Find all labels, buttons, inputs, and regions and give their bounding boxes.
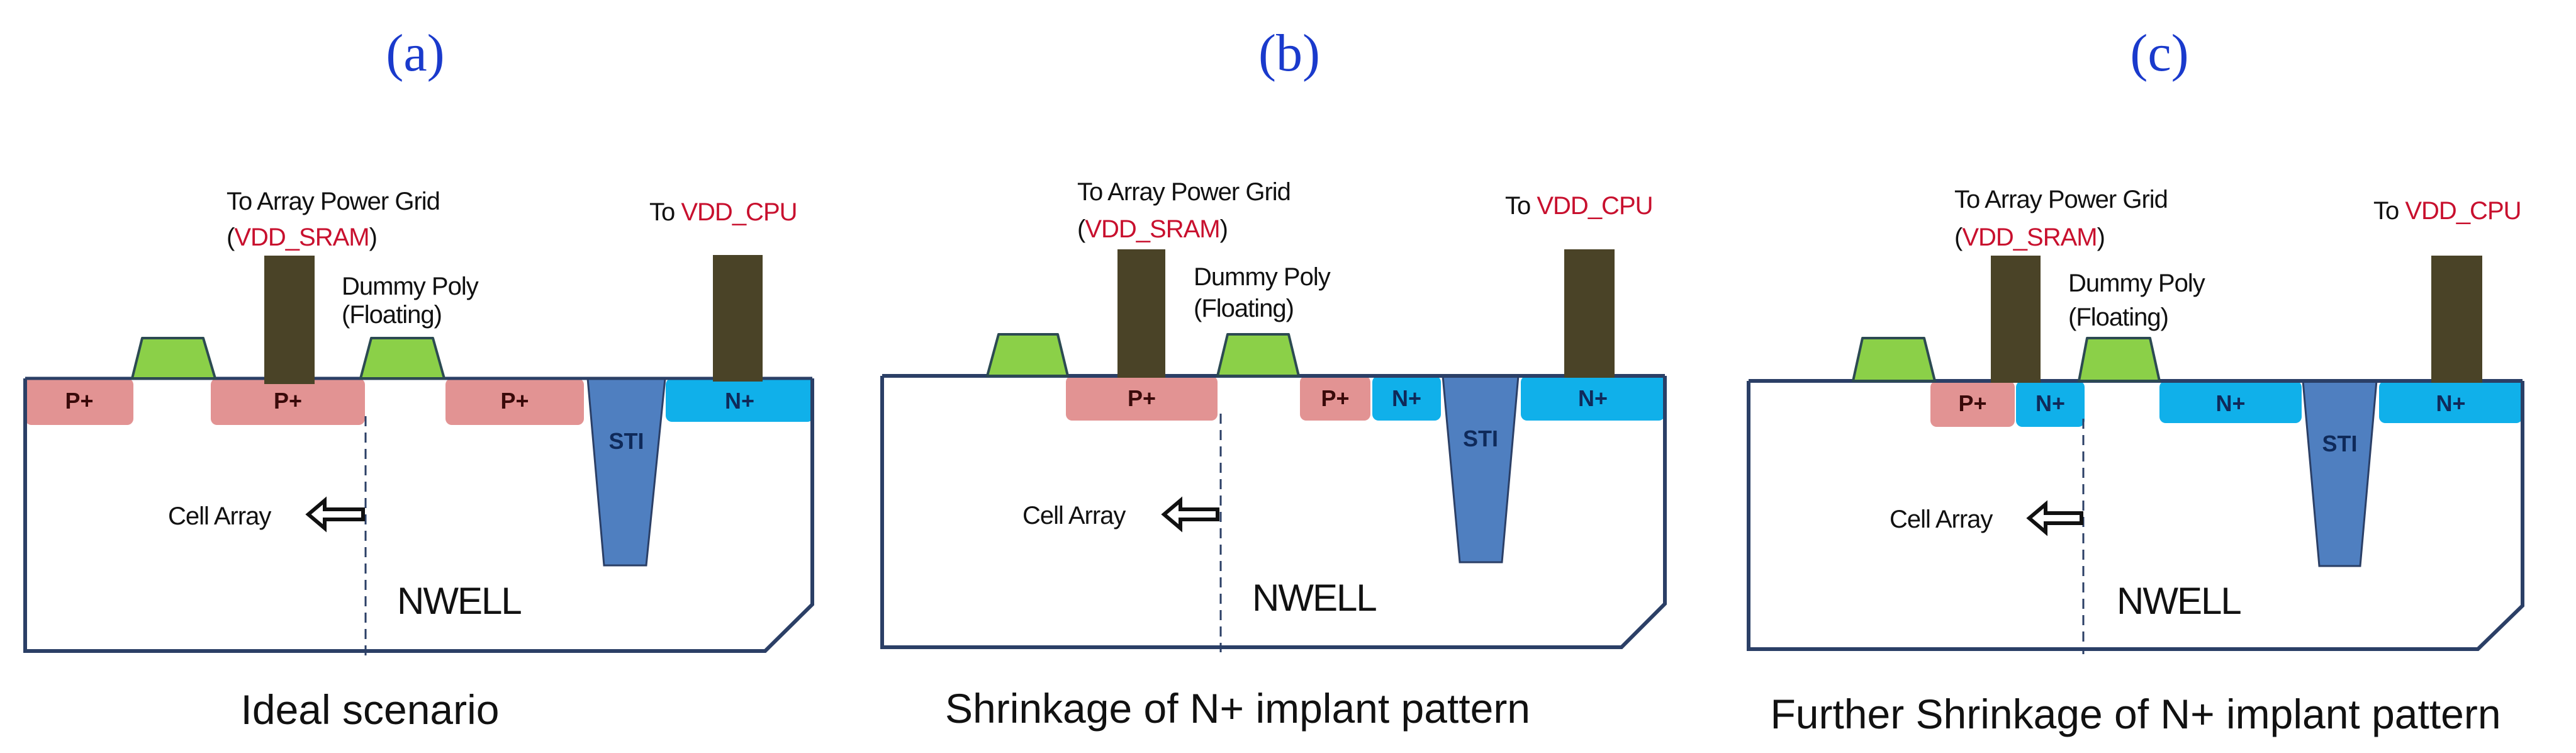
nwell-label: NWELL <box>1252 577 1376 619</box>
dummy-poly-label: Dummy Poly <box>1194 263 1331 291</box>
floating-label: (Floating) <box>2068 303 2168 331</box>
floating-label: (Floating) <box>342 301 442 329</box>
n-plus-region <box>1372 376 1441 421</box>
n-plus-region <box>666 378 814 422</box>
vdd-sram-supply: VDD_SRAM <box>1962 224 2097 251</box>
dummy-poly-gate <box>2078 337 2161 382</box>
panel-b: (b) P+ P+ N+ STI N+ To Array Power Grid (VDD_SR… <box>880 24 1667 732</box>
left-arrow-icon <box>2026 500 2083 536</box>
nwell-label: NWELL <box>397 580 521 622</box>
vdd-cpu-supply: VDD_CPU <box>2405 197 2521 225</box>
paren-close: ) <box>369 224 377 251</box>
vdd-cpu-label: To VDD_CPU <box>2373 197 2521 225</box>
vdd-sram-supply: VDD_SRAM <box>1085 215 1219 243</box>
cell-array-label: Cell Array <box>1022 502 1126 529</box>
nwell-outline <box>23 378 814 653</box>
array-power-grid-label: To Array Power Grid <box>227 188 440 215</box>
p-plus-label: P+ <box>1321 385 1349 411</box>
p-plus-region <box>211 378 365 425</box>
vdd-sram-label: (VDD_SRAM) <box>1954 224 2105 251</box>
n-plus-label: N+ <box>2436 390 2465 416</box>
nwell-outline <box>880 376 1667 649</box>
p-plus-region <box>25 378 133 425</box>
sti-label: STI <box>608 428 644 454</box>
cpu-supply-contact <box>713 255 763 382</box>
left-arrow-icon <box>1161 496 1219 533</box>
panel-caption: Further Shrinkage of N+ implant pattern <box>1770 691 2500 737</box>
panel-caption: Ideal scenario <box>241 686 500 733</box>
n-plus-region <box>1521 376 1665 421</box>
to-prefix: To <box>2373 197 2405 225</box>
dummy-poly-gate <box>131 337 216 380</box>
array-power-grid-label: To Array Power Grid <box>1954 186 2168 213</box>
p-plus-label: P+ <box>65 388 93 414</box>
sram-supply-contact <box>1991 256 2041 383</box>
vdd-sram-label: (VDD_SRAM) <box>227 224 377 251</box>
n-plus-label: N+ <box>1578 385 1608 411</box>
nwell-label: NWELL <box>2117 580 2241 622</box>
n-plus-label: N+ <box>2036 390 2065 416</box>
panel-label: (c) <box>2130 24 2188 82</box>
cpu-supply-contact <box>1564 249 1615 378</box>
p-plus-region <box>445 378 584 425</box>
p-plus-label: P+ <box>274 388 302 414</box>
p-plus-region <box>1930 381 2015 427</box>
paren-open: ( <box>227 224 235 251</box>
vdd-sram-label: (VDD_SRAM) <box>1077 215 1228 243</box>
vdd-sram-supply: VDD_SRAM <box>234 224 369 251</box>
vdd-cpu-supply: VDD_CPU <box>681 198 797 226</box>
vdd-cpu-label: To VDD_CPU <box>649 198 797 226</box>
sti-label: STI <box>2322 431 2357 456</box>
n-plus-label: N+ <box>2215 390 2245 416</box>
to-prefix: To <box>649 198 681 226</box>
floating-label: (Floating) <box>1194 295 1294 322</box>
p-plus-label: P+ <box>1128 385 1156 411</box>
paren-close: ) <box>1220 215 1228 243</box>
p-plus-region <box>1300 376 1370 421</box>
paren-open: ( <box>1077 215 1086 243</box>
n-plus-region <box>2016 381 2085 427</box>
sram-supply-contact <box>1117 249 1165 378</box>
p-plus-label: P+ <box>500 388 529 414</box>
n-plus-region <box>2379 381 2523 423</box>
vdd-cpu-label: To VDD_CPU <box>1505 192 1653 220</box>
sram-supply-contact <box>264 256 315 384</box>
dummy-poly-label: Dummy Poly <box>2068 269 2205 297</box>
n-plus-label: N+ <box>725 388 754 414</box>
cell-array-label: Cell Array <box>168 502 271 530</box>
array-power-grid-label: To Array Power Grid <box>1077 178 1291 206</box>
dummy-poly-gate <box>1852 337 1936 382</box>
paren-close: ) <box>2097 224 2105 251</box>
cpu-supply-contact <box>2431 256 2482 383</box>
vdd-cpu-supply: VDD_CPU <box>1537 192 1652 220</box>
left-arrow-icon <box>305 496 365 533</box>
dummy-poly-label: Dummy Poly <box>342 273 479 300</box>
n-plus-label: N+ <box>1392 385 1421 411</box>
n-plus-region <box>2159 381 2302 423</box>
panel-label: (a) <box>386 24 444 82</box>
to-prefix: To <box>1505 192 1537 220</box>
sti-label: STI <box>1463 426 1498 451</box>
paren-open: ( <box>1954 224 1963 251</box>
cell-array-label: Cell Array <box>1890 506 1993 533</box>
panel-c: (c) P+ N+ N+ STI N+ To Array Power Grid (VDD_SR… <box>1747 24 2524 737</box>
dummy-poly-gate <box>359 337 445 380</box>
panel-caption: Shrinkage of N+ implant pattern <box>945 685 1530 732</box>
dummy-poly-gate <box>1216 333 1300 377</box>
panel-a: (a) P+ P+ P+ STI N+ To Array Power Grid (VDD_SR… <box>23 24 814 733</box>
dummy-poly-gate <box>986 333 1069 377</box>
p-plus-label: P+ <box>1958 390 1986 416</box>
p-plus-region <box>1066 376 1218 421</box>
nwell-outline <box>1747 381 2524 651</box>
panel-label: (b) <box>1258 24 1320 82</box>
